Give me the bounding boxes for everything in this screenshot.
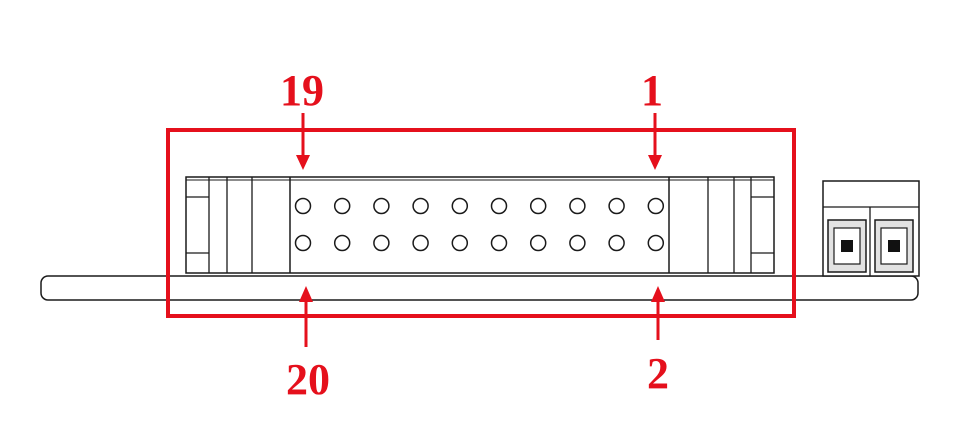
header-pin (647, 197, 665, 215)
header-pin (373, 234, 390, 252)
pin-1-arrow (648, 113, 662, 170)
terminal-position (827, 219, 867, 273)
header-pin (412, 234, 429, 252)
header-pin (294, 197, 312, 215)
header-pin (451, 197, 469, 215)
header-pin (569, 234, 586, 252)
header-body (185, 176, 775, 274)
header-pin (490, 234, 508, 252)
header-pin (608, 234, 625, 252)
header-pin (451, 234, 469, 252)
header-pin (412, 197, 429, 215)
pin-label-1: 1 (641, 66, 663, 115)
pin-label-2: 2 (647, 349, 669, 398)
pin-grid (294, 197, 665, 252)
pin-label-19: 19 (280, 66, 324, 115)
left-latch (186, 177, 291, 273)
header-pin (529, 234, 547, 252)
header-pin (294, 234, 312, 252)
right-latch (668, 177, 774, 273)
header-pin (529, 197, 547, 215)
pcb-board (40, 275, 919, 301)
header-pin (373, 197, 390, 215)
pin-2-arrow (651, 286, 665, 340)
terminal-position (874, 219, 914, 273)
idc-header-connector (185, 176, 775, 274)
header-pin (333, 197, 351, 215)
header-pin (608, 197, 625, 215)
pin-20-arrow (299, 286, 313, 347)
terminal-block (822, 180, 920, 277)
highlight-frame (166, 128, 796, 318)
header-pin (490, 197, 508, 215)
pin-label-20: 20 (286, 355, 330, 404)
header-pin (333, 234, 351, 252)
header-pin (569, 197, 586, 215)
header-pin (647, 234, 665, 252)
pin-19-arrow (296, 113, 310, 170)
